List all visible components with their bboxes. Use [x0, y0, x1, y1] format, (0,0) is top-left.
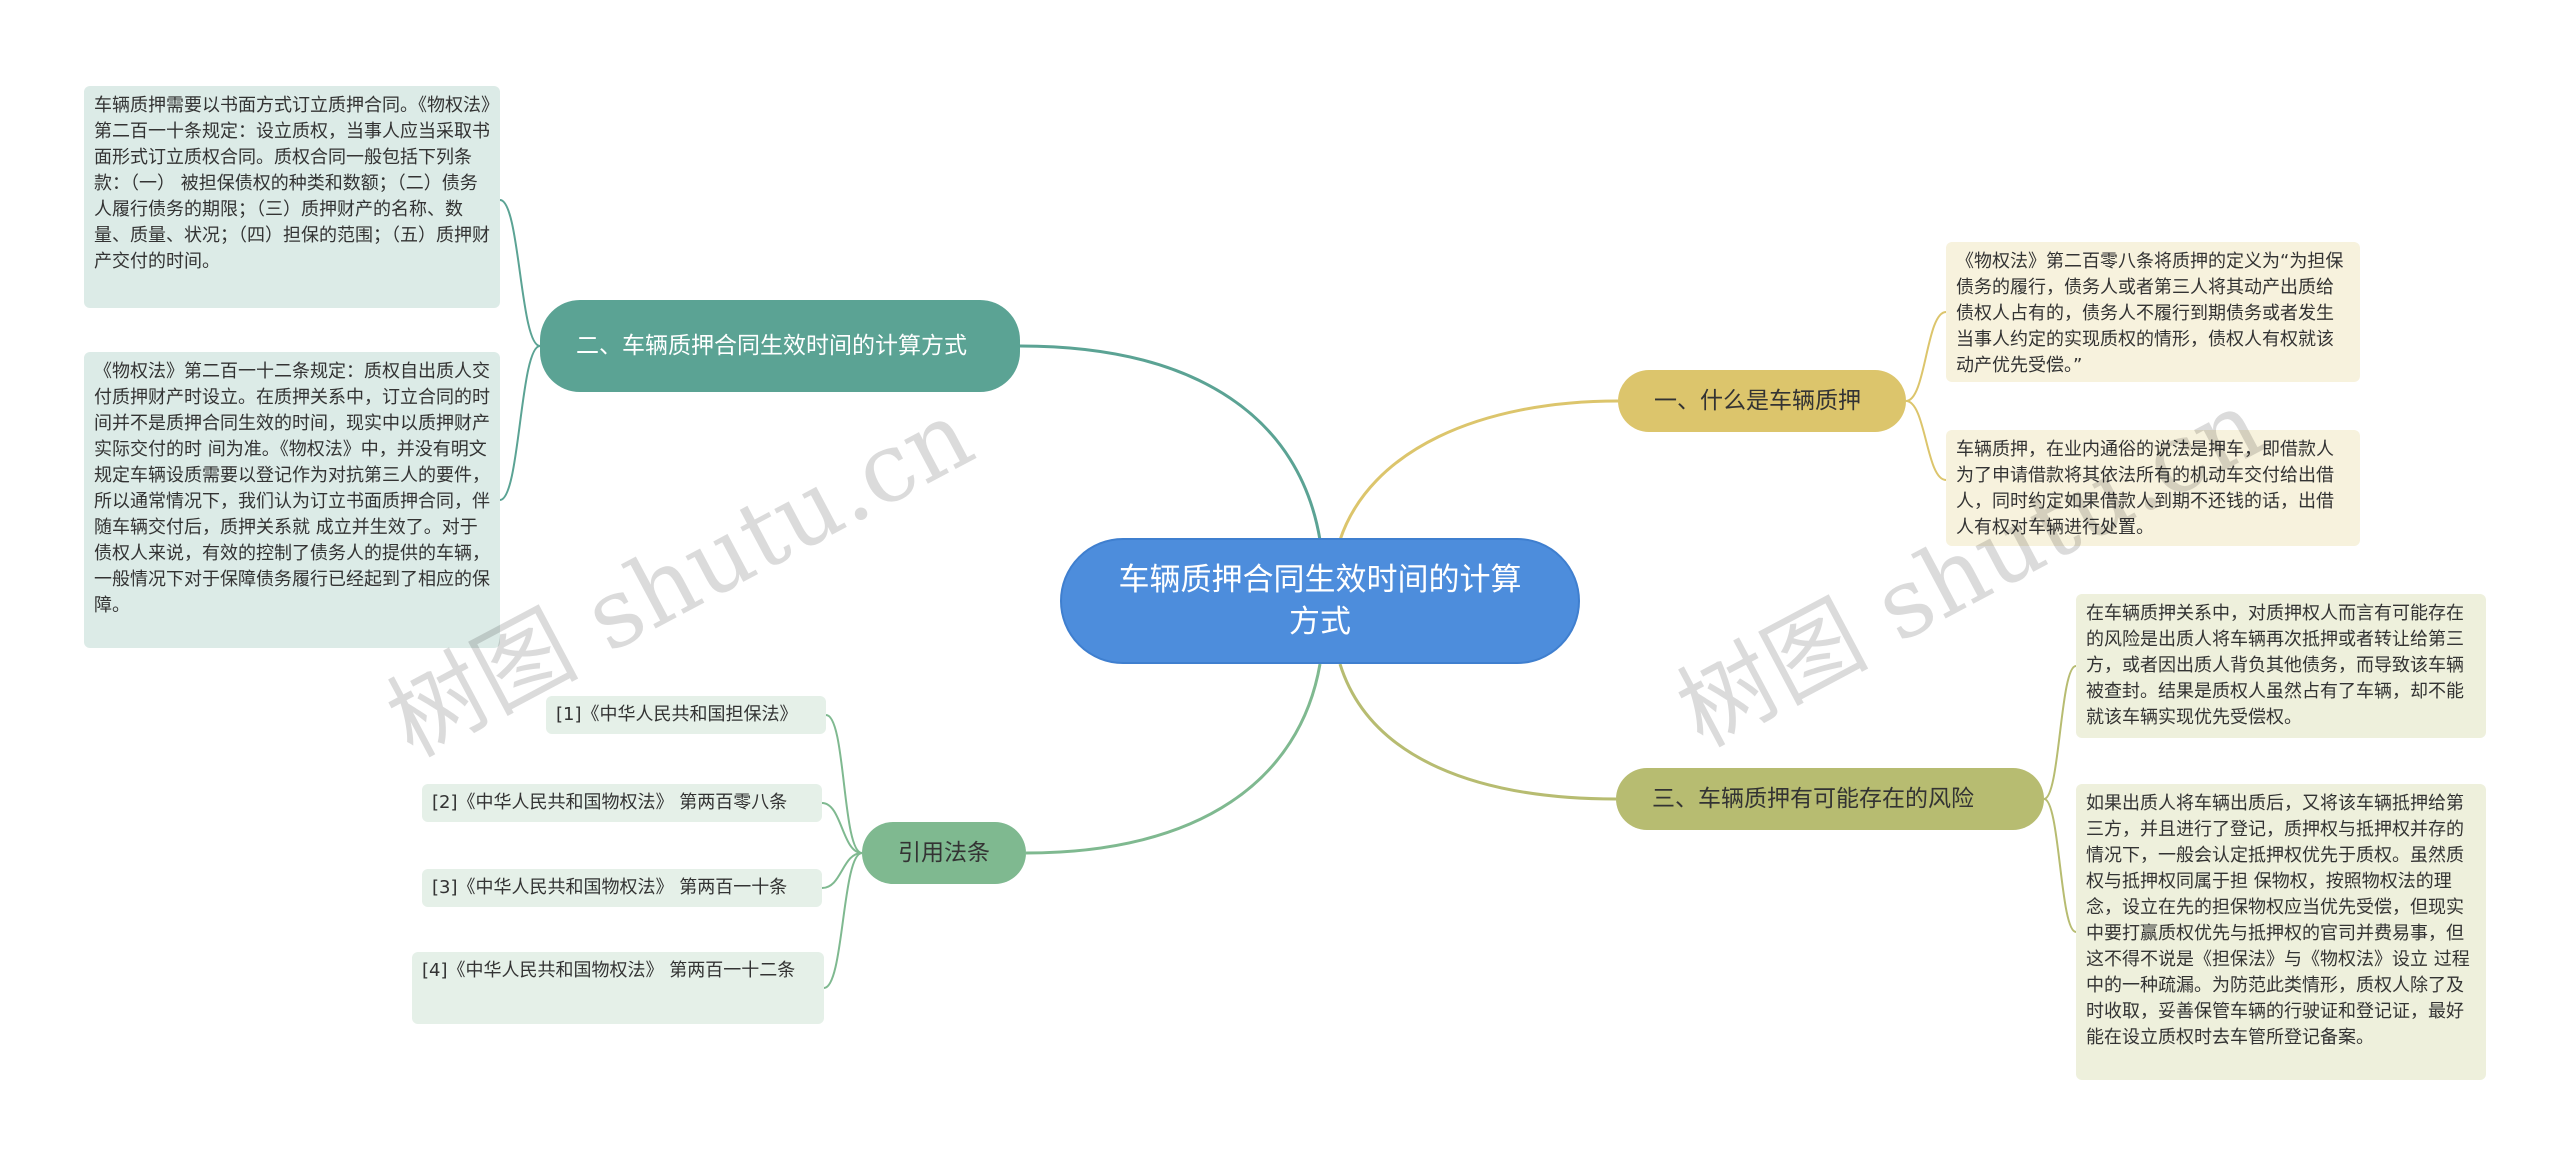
law-item-article-208-text: [2]《中华人民共和国物权法》 第两百零八条 — [432, 792, 788, 813]
law-item-guarantee-law[interactable]: [1]《中华人民共和国担保法》 — [546, 696, 826, 734]
link-b1-n1 — [1905, 311, 1947, 402]
branch-calculation-method-label: 二、车辆质押合同生效时间的计算方式 — [576, 333, 967, 359]
law-item-article-210[interactable]: [3]《中华人民共和国物权法》 第两百一十条 — [422, 869, 822, 907]
note-written-contract[interactable]: 车辆质押需要以书面方式订立质押合同。《物权法》第二百一十条规定：设立质权，当事人… — [84, 86, 500, 308]
note-risk-resale[interactable]: 在车辆质押关系中，对质押权人而言有可能存在的风险是出质人将车辆再次抵押或者转让给… — [2076, 594, 2486, 738]
branch-cited-laws-label: 引用法条 — [898, 840, 990, 866]
link-b3-n1 — [2043, 665, 2077, 800]
branch-calculation-method[interactable]: 二、车辆质押合同生效时间的计算方式 — [540, 300, 1020, 392]
note-risk-mortgage-text: 如果出质人将车辆出质后，又将该车辆抵押给第三方，并且进行了登记，质押权与抵押权并… — [2086, 793, 2470, 1048]
note-risk-resale-text: 在车辆质押关系中，对质押权人而言有可能存在的风险是出质人将车辆再次抵押或者转让给… — [2086, 603, 2464, 728]
link-b4-n3 — [821, 852, 863, 889]
link-b4-n1 — [825, 714, 863, 854]
note-effective-time[interactable]: 《物权法》第二百一十二条规定：质权自出质人交付质押财产时设立。在质押关系中，订立… — [84, 352, 500, 648]
link-root-b4 — [1025, 663, 1322, 855]
link-b2-n1 — [499, 199, 541, 347]
law-item-guarantee-law-text: [1]《中华人民共和国担保法》 — [556, 704, 798, 725]
note-pledge-colloquial-text: 车辆质押，在业内通俗的说法是押车，即借款人为了申请借款将其依法所有的机动车交付给… — [1956, 439, 2334, 538]
note-written-contract-text: 车辆质押需要以书面方式订立质押合同。《物权法》第二百一十条规定：设立质权，当事人… — [94, 95, 490, 272]
note-effective-time-text: 《物权法》第二百一十二条规定：质权自出质人交付质押财产时设立。在质押关系中，订立… — [94, 361, 490, 616]
note-pledge-colloquial[interactable]: 车辆质押，在业内通俗的说法是押车，即借款人为了申请借款将其依法所有的机动车交付给… — [1946, 430, 2360, 546]
link-b1-n2 — [1905, 400, 1947, 481]
branch-pledge-risks-label: 三、车辆质押有可能存在的风险 — [1652, 786, 1974, 812]
law-item-article-212[interactable]: [4]《中华人民共和国物权法》 第两百一十二条 — [412, 952, 824, 1024]
branch-cited-laws[interactable]: 引用法条 — [862, 822, 1026, 884]
law-item-article-208[interactable]: [2]《中华人民共和国物权法》 第两百零八条 — [422, 784, 822, 822]
link-b4-n2 — [821, 802, 863, 854]
link-root-b1 — [1338, 399, 1619, 541]
link-b3-n2 — [2043, 798, 2077, 933]
branch-what-is-vehicle-pledge[interactable]: 一、什么是车辆质押 — [1618, 370, 1906, 432]
link-root-b2 — [1019, 344, 1322, 541]
note-pledge-definition-text: 《物权法》第二百零八条将质押的定义为“为担保债务的履行，债务人或者第三人将其动产… — [1956, 251, 2344, 376]
law-item-article-212-text: [4]《中华人民共和国物权法》 第两百一十二条 — [422, 960, 796, 981]
root-topic[interactable]: 车辆质押合同生效时间的计算方式 — [1060, 538, 1580, 664]
link-b4-n4 — [823, 852, 863, 989]
note-risk-mortgage[interactable]: 如果出质人将车辆出质后，又将该车辆抵押给第三方，并且进行了登记，质押权与抵押权并… — [2076, 784, 2486, 1080]
link-b2-n2 — [499, 345, 541, 501]
note-pledge-definition[interactable]: 《物权法》第二百零八条将质押的定义为“为担保债务的履行，债务人或者第三人将其动产… — [1946, 242, 2360, 382]
branch-what-is-vehicle-pledge-label: 一、什么是车辆质押 — [1654, 388, 1861, 414]
law-item-article-210-text: [3]《中华人民共和国物权法》 第两百一十条 — [432, 877, 788, 898]
link-root-b3 — [1338, 663, 1617, 801]
branch-pledge-risks[interactable]: 三、车辆质押有可能存在的风险 — [1616, 768, 2044, 830]
root-topic-label: 车辆质押合同生效时间的计算方式 — [1118, 562, 1522, 640]
